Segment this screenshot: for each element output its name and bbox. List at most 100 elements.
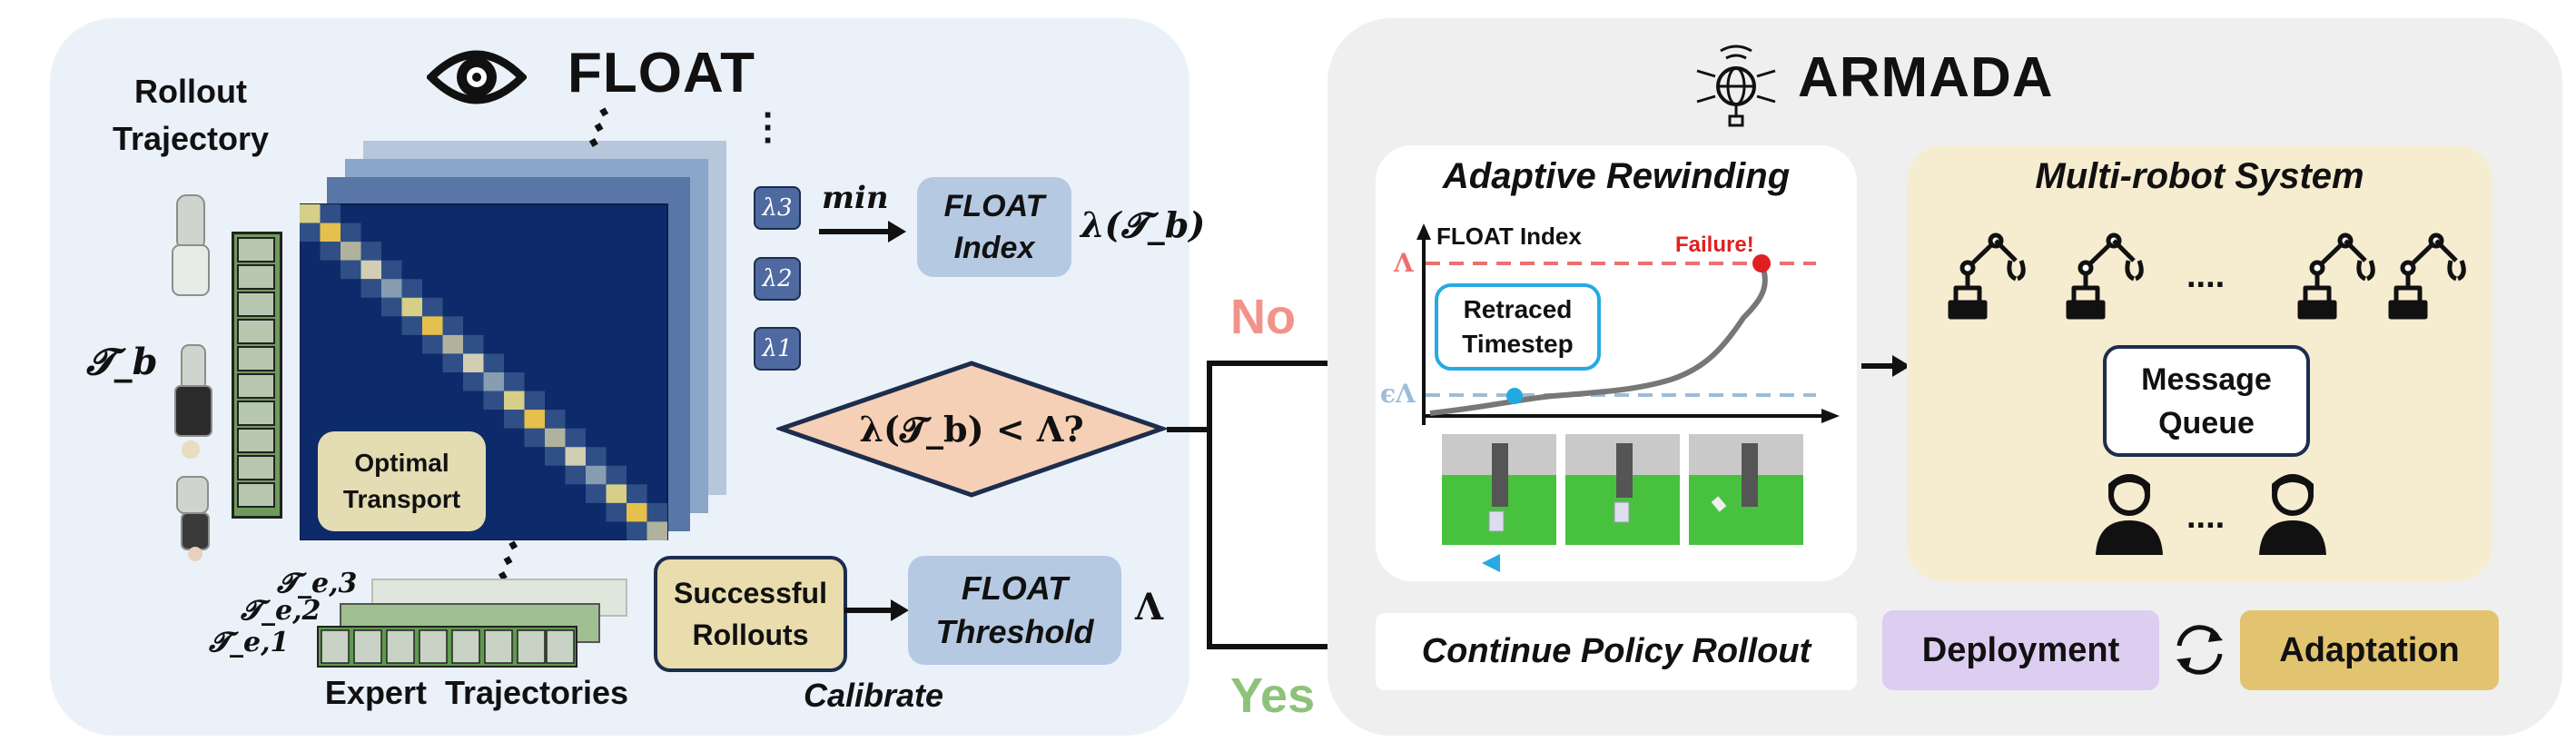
transport-cell <box>545 410 566 429</box>
transport-cell <box>422 316 443 335</box>
float-title: FLOAT <box>568 42 756 104</box>
transport-cell <box>401 297 422 317</box>
optimal-transport-label: Optimal Transport <box>318 431 486 531</box>
transport-cell <box>627 521 647 540</box>
transport-cell <box>504 410 525 429</box>
float-threshold-box: FLOAT Threshold <box>908 556 1121 665</box>
min-arrow <box>817 218 908 250</box>
transport-cell <box>545 447 566 466</box>
transport-cell <box>606 502 627 522</box>
transport-cell <box>504 372 525 391</box>
robots-ellipsis: .... <box>2186 257 2226 295</box>
armada-title: ARMADA <box>1798 46 2054 109</box>
transport-cell <box>341 242 361 261</box>
transport-cell <box>320 223 341 242</box>
transport-cell <box>381 297 402 317</box>
failure-label: Failure! <box>1675 233 1754 257</box>
transport-cell <box>565 465 586 485</box>
lambda-tick: Λ <box>1394 248 1414 278</box>
rollout-robot-images <box>150 186 232 568</box>
rollouts-to-threshold-arrow <box>843 597 911 628</box>
min-label: min <box>822 180 889 216</box>
transport-cell <box>565 447 586 466</box>
transport-cell <box>483 353 504 372</box>
threshold-lambda-label: Λ <box>1135 586 1164 628</box>
lambda-tau-label: λ(𝓣_b) <box>1081 204 1206 245</box>
transport-cell <box>463 353 484 372</box>
transport-cell <box>483 372 504 391</box>
transport-cell <box>360 260 381 280</box>
transport-cell <box>442 316 463 335</box>
transport-cell <box>504 391 525 411</box>
transport-cell <box>422 334 443 354</box>
transport-cell <box>565 428 586 448</box>
expert-label-3: 𝓣_e,3 <box>277 568 358 599</box>
rollout-trajectory-label: Rollout Trajectory <box>112 73 270 157</box>
transport-cell <box>586 484 607 503</box>
transport-cell <box>341 223 361 242</box>
transport-cell <box>381 260 402 280</box>
successful-rollouts-box: Successful Rollouts <box>654 556 847 672</box>
rewinding-photos <box>1442 434 1805 545</box>
transport-cell <box>524 391 545 411</box>
decision-text: λ(𝓣_b) < Λ? <box>859 409 1084 450</box>
transport-cell <box>545 428 566 448</box>
operators-ellipsis: .... <box>2186 498 2226 536</box>
rewind-arrow <box>1480 549 1771 577</box>
transport-cell <box>627 502 647 522</box>
retraced-timestep-box: Retraced Timestep <box>1435 283 1601 371</box>
transport-cell <box>401 279 422 298</box>
lambda-2-box: λ2 <box>754 257 801 301</box>
eps-lambda-tick: ϵΛ <box>1380 379 1416 409</box>
deployment-box: Deployment <box>1882 610 2159 690</box>
message-queue-box: Message Queue <box>2103 345 2310 457</box>
transport-cell <box>586 465 607 485</box>
tau-b-label: 𝓣_b <box>86 341 158 383</box>
transport-cell <box>524 410 545 429</box>
transport-cell <box>606 484 627 503</box>
transport-cell <box>360 279 381 298</box>
transport-cell <box>422 297 443 317</box>
float-index-plot <box>1380 218 1852 436</box>
transport-cell <box>381 279 402 298</box>
transport-cell <box>646 502 667 522</box>
adaptive-rewinding-title: Adaptive Rewinding <box>1442 156 1791 196</box>
cycle-arrows-icon <box>2170 620 2229 684</box>
no-label: No <box>1230 290 1296 344</box>
transport-cell <box>300 204 321 223</box>
plot-y-title: FLOAT Index <box>1436 223 1582 250</box>
transport-cell <box>586 447 607 466</box>
transport-cell <box>341 260 361 280</box>
expert-frame-strips <box>300 572 636 672</box>
transport-cell <box>483 391 504 411</box>
lambda-1-box: λ1 <box>754 327 801 371</box>
transport-cell <box>606 465 627 485</box>
adaptation-box: Adaptation <box>2240 610 2499 690</box>
eye-icon <box>425 36 528 118</box>
transport-cell <box>320 242 341 261</box>
transport-cell <box>463 334 484 354</box>
transport-cell <box>320 204 341 223</box>
expert-label-2: 𝓣_e,2 <box>241 595 321 627</box>
globe-network-icon <box>1693 44 1780 130</box>
robot-arms-row <box>1943 232 2470 322</box>
transport-cell <box>627 484 647 503</box>
transport-cell <box>442 334 463 354</box>
rewind-to-robots-arrow <box>1860 352 1914 384</box>
expert-label-1: 𝓣_e,1 <box>209 627 290 658</box>
transport-cell <box>463 372 484 391</box>
transport-cell <box>360 242 381 261</box>
human-operator-icon-2 <box>2252 468 2334 563</box>
transport-cell <box>401 316 422 335</box>
expert-trajectories-caption: Expert Trajectories <box>324 674 629 711</box>
yes-label: Yes <box>1230 668 1316 723</box>
decision-diamond <box>774 359 1170 500</box>
human-operator-icon-1 <box>2088 468 2170 563</box>
float-index-box: FLOAT Index <box>917 177 1071 277</box>
transport-cell <box>646 521 667 540</box>
transport-cell <box>442 353 463 372</box>
transport-cell <box>524 428 545 448</box>
transport-cell <box>300 223 321 242</box>
continue-rollout-box: Continue Policy Rollout <box>1376 613 1857 690</box>
lambda-dots: ··· <box>763 95 775 161</box>
